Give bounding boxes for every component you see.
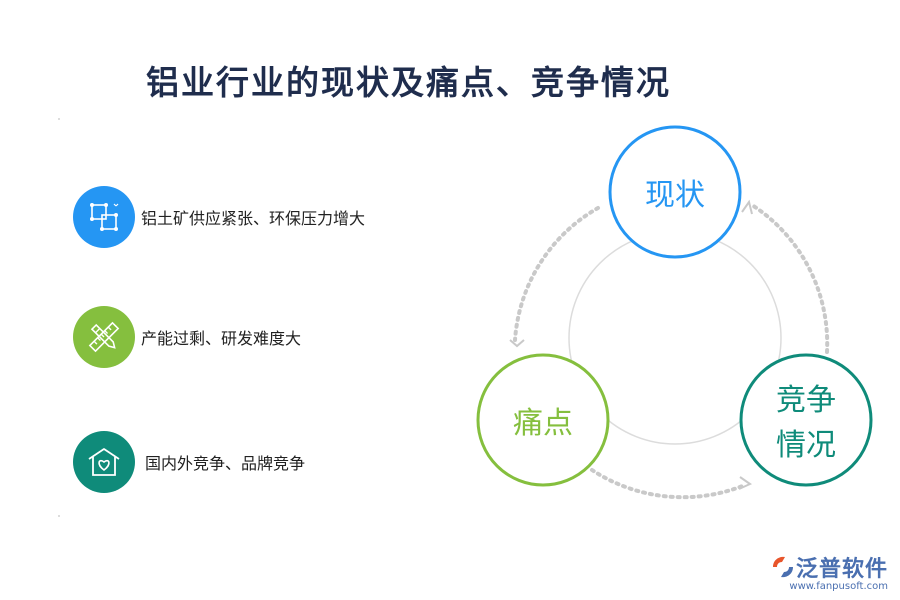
divider-mark <box>58 515 60 517</box>
node-competition-label-1: 竞争 <box>776 383 836 418</box>
house-heart-icon <box>73 431 135 493</box>
node-competition-label-2: 情况 <box>776 428 836 463</box>
list-item-supply: 铝土矿供应紧张、环保压力增大 <box>73 186 365 248</box>
logo-name: 泛普软件 <box>795 557 888 582</box>
list-item-label: 国内外竞争、品牌竞争 <box>145 454 306 473</box>
divider-mark <box>58 118 60 120</box>
brand-logo: 泛普软件 www.fanpusoft.com <box>770 551 888 592</box>
arrow-up-icon <box>741 199 753 215</box>
node-status <box>608 125 742 259</box>
node-competition <box>739 353 873 487</box>
page-title: 铝业行业的现状及痛点、竞争情况 <box>146 63 671 102</box>
list-item-label: 产能过剩、研发难度大 <box>141 329 302 348</box>
pencil-ruler-icon <box>73 306 135 368</box>
list-item-capacity: 产能过剩、研发难度大 <box>73 306 301 368</box>
arrow-right-icon <box>738 476 753 490</box>
logo-mark-icon <box>772 556 793 578</box>
list-item-competition: 国内外竞争、品牌竞争 <box>73 431 305 493</box>
list-item-label: 铝土矿供应紧张、环保压力增大 <box>141 209 366 228</box>
arc-connector <box>590 468 747 500</box>
arrow-down-icon <box>509 339 525 348</box>
arc-connector <box>513 206 600 342</box>
logo-url: www.fanpusoft.com <box>789 581 888 592</box>
arc-connector <box>750 203 830 354</box>
node-status-label: 现状 <box>645 178 705 213</box>
structure-icon <box>73 186 135 248</box>
node-pain-points-label: 痛点 <box>513 406 573 441</box>
node-pain-points <box>476 353 610 487</box>
